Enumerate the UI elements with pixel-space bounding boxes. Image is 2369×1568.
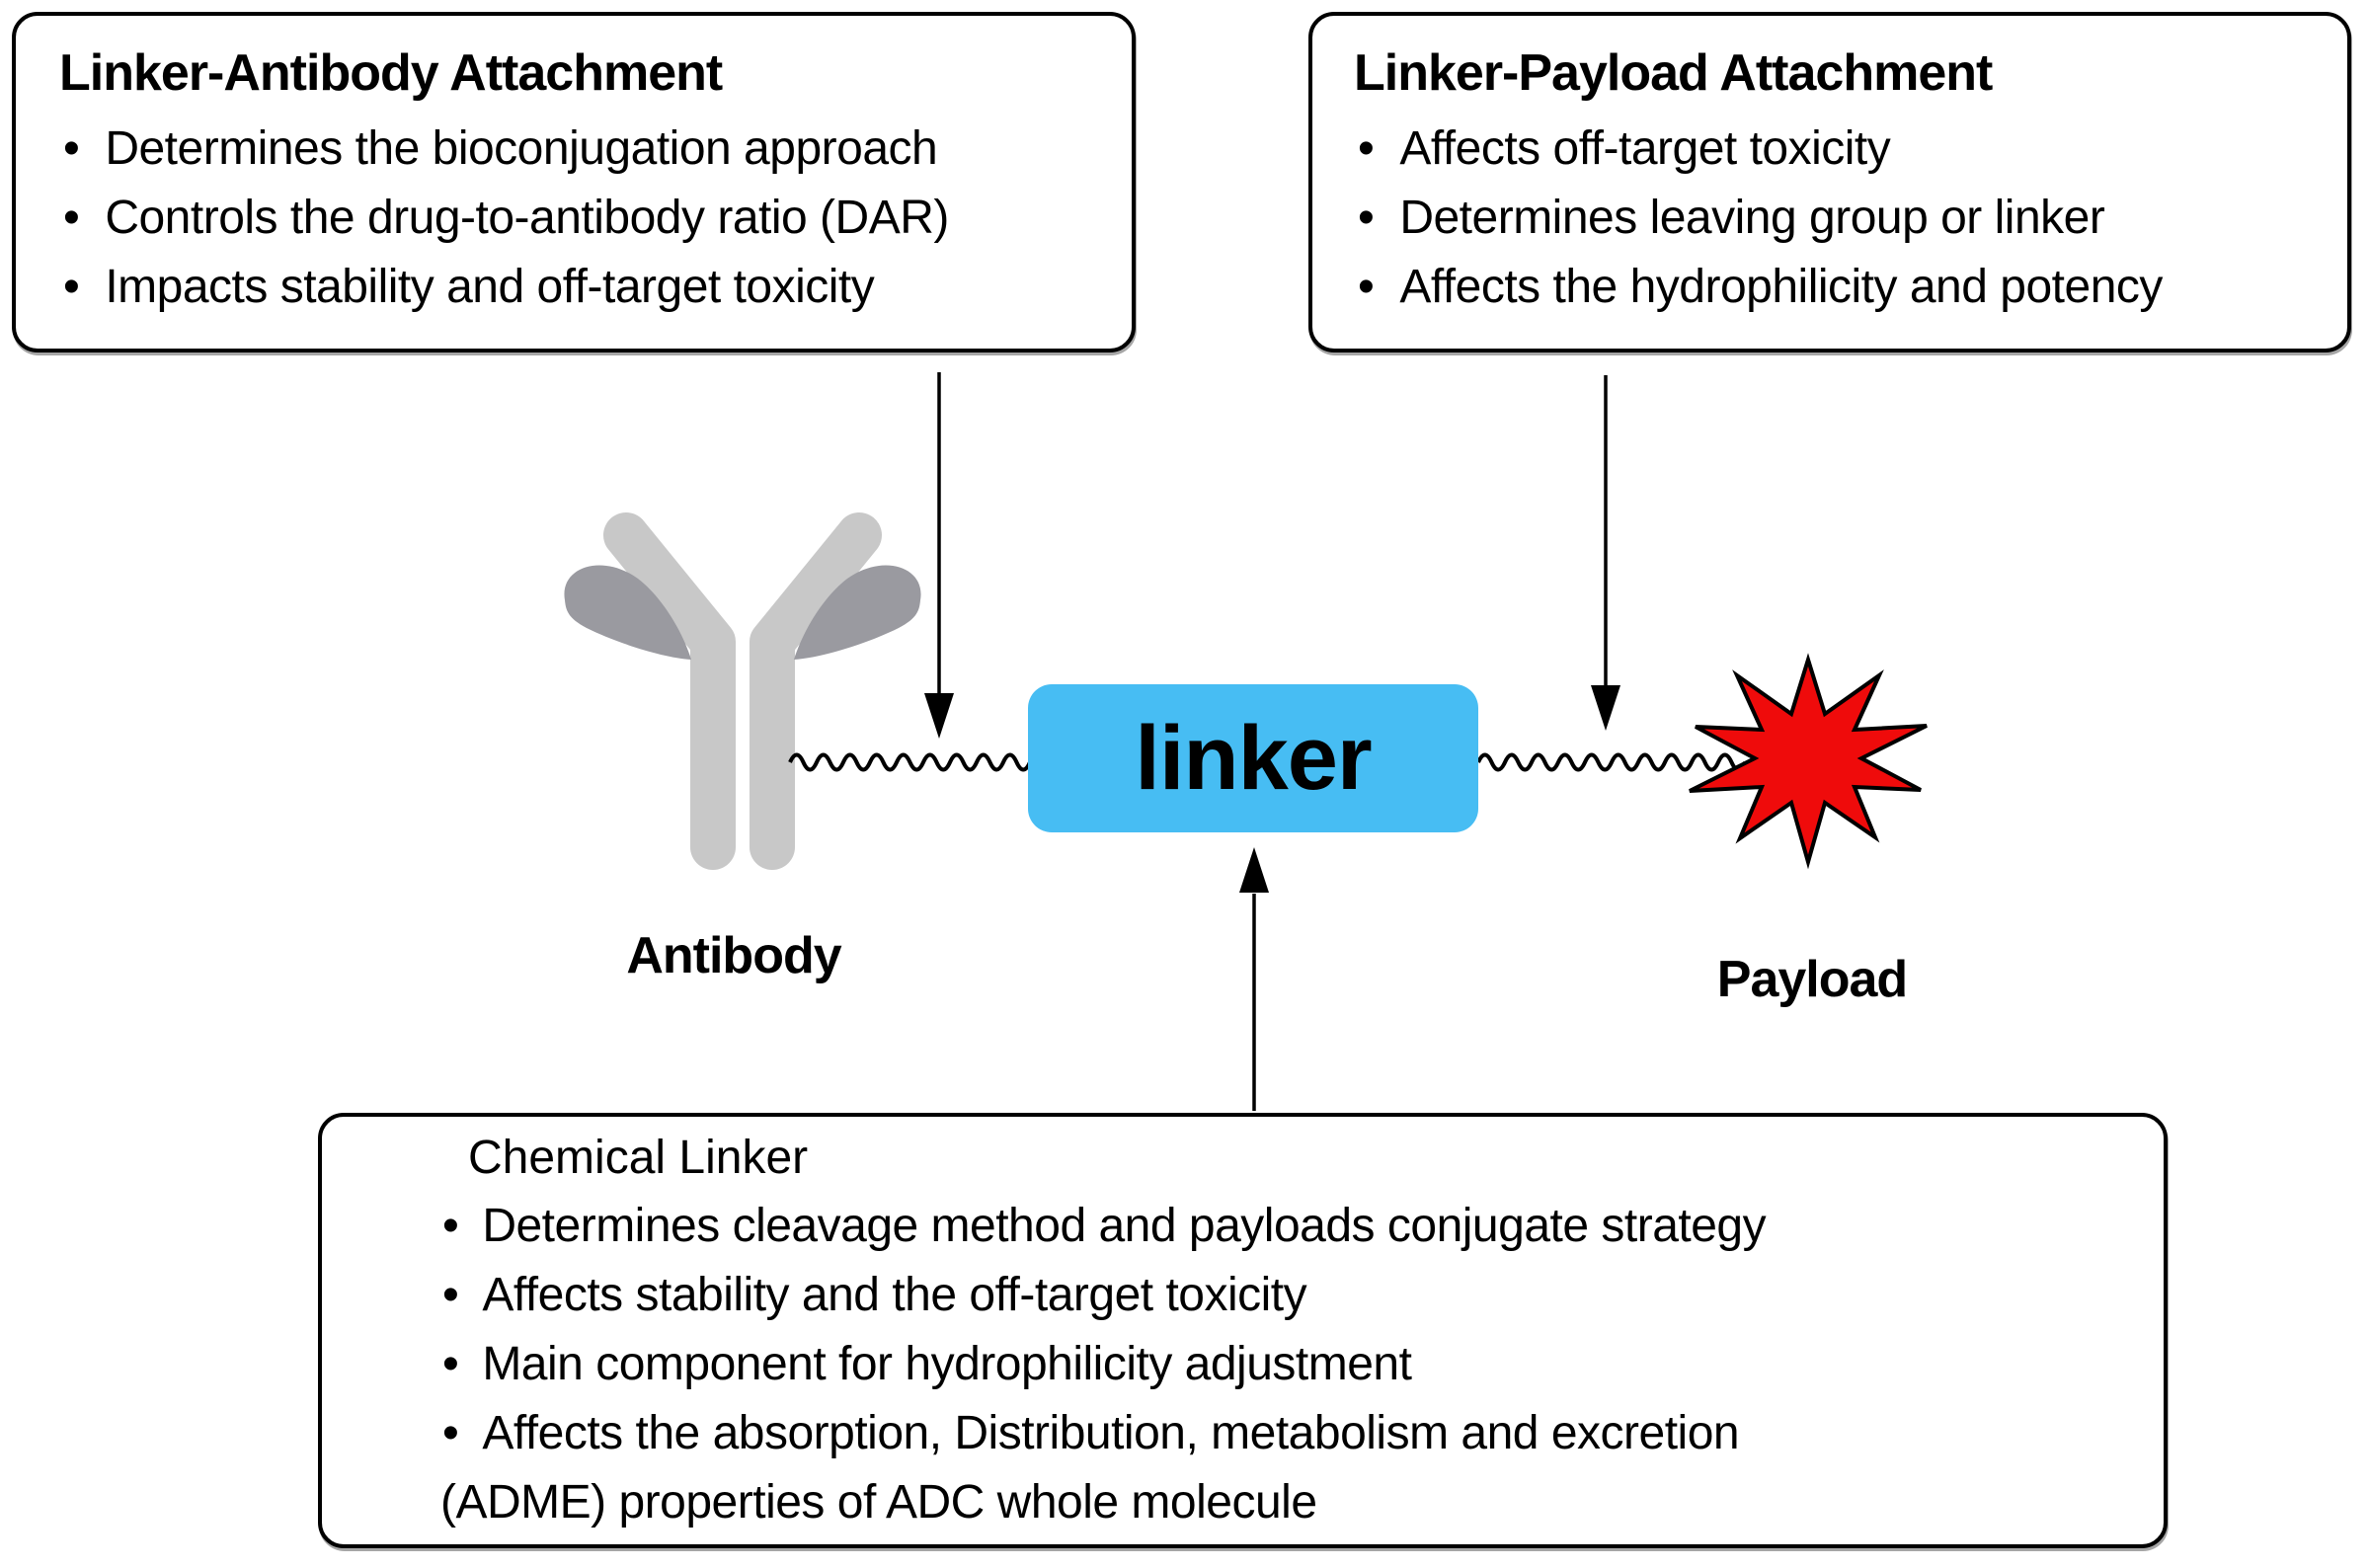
callout-title: Chemical Linker	[468, 1132, 809, 1184]
antibody-fab-wing-left	[564, 565, 691, 660]
bullet-dot: •	[442, 1338, 459, 1390]
linker-payload-arrow-icon	[1591, 375, 1620, 731]
antibody-heavy-chain-left	[603, 512, 736, 870]
antibody-heavy-chain-right	[750, 512, 882, 870]
bullet-item: • Affects the absorption, Distribution, …	[440, 1399, 2146, 1468]
linker-payload-attachment-callout: Linker-Payload Attachment • Affects off-…	[1308, 12, 2351, 353]
bullet-item: • Impacts stability and off-target toxic…	[51, 253, 1114, 322]
bullet-text: Determines cleavage method and payloads …	[482, 1200, 1767, 1252]
antibody-icon	[564, 512, 921, 870]
linker-box-label: linker	[1135, 707, 1372, 809]
bullet-text: Impacts stability and off-target toxicit…	[105, 261, 875, 313]
antibody-label: Antibody	[626, 927, 841, 984]
chemical-linker-arrow-icon	[1239, 847, 1269, 1111]
callout-title: Linker-Payload Attachment	[1354, 44, 1993, 102]
linker-antibody-attachment-callout: Linker-Antibody Attachment • Determines …	[12, 12, 1136, 353]
bullet-dot: •	[442, 1269, 459, 1321]
bullet-item: • Determines leaving group or linker	[1346, 184, 2330, 253]
antibody-fab-wing-right	[794, 565, 921, 660]
bullet-text: Determines leaving group or linker	[1399, 192, 2105, 244]
chemical-linker-callout: Chemical Linker • Determines cleavage me…	[318, 1113, 2168, 1548]
callout-title: Linker-Antibody Attachment	[59, 44, 723, 102]
bullet-item: • Affects stability and the off-target t…	[440, 1261, 2146, 1330]
payload-label: Payload	[1716, 951, 1908, 1008]
wavy-bond-antibody-linker	[788, 752, 1032, 772]
bullet-text: Controls the drug-to-antibody ratio (DAR…	[105, 192, 949, 244]
bullet-text: Affects the hydrophilicity and potency	[1399, 261, 2163, 313]
bullet-dot: •	[442, 1407, 459, 1459]
bullet-item: • Affects the hydrophilicity and potency	[1346, 253, 2330, 322]
bullet-dot: •	[63, 192, 80, 244]
linker-box: linker	[1028, 684, 1478, 832]
bullet-text: Affects off-target toxicity	[1399, 122, 1891, 175]
payload-star-icon	[1689, 653, 1928, 870]
linker-antibody-arrow-icon	[924, 372, 954, 739]
bullet-text: Affects stability and the off-target tox…	[482, 1269, 1307, 1321]
bullet-item: • Affects off-target toxicity	[1346, 115, 2330, 184]
bullet-dot: •	[63, 122, 80, 175]
bullet-text: Main component for hydrophilicity adjust…	[482, 1338, 1412, 1390]
bullet-dot: •	[1358, 122, 1375, 175]
wavy-bond-linker-payload	[1476, 752, 1747, 772]
bullet-text: Affects the absorption, Distribution, me…	[482, 1407, 1740, 1459]
bullet-text: Determines the bioconjugation approach	[105, 122, 938, 175]
bullet-item: • Main component for hydrophilicity adju…	[440, 1330, 2146, 1399]
bullet-dot: •	[63, 261, 80, 313]
bullet-item: • Determines the bioconjugation approach	[51, 115, 1114, 184]
bullet-item: • Controls the drug-to-antibody ratio (D…	[51, 184, 1114, 253]
bullet-continuation-text: (ADME) properties of ADC whole molecule	[440, 1476, 1317, 1529]
bullet-item: • Determines cleavage method and payload…	[440, 1192, 2146, 1261]
bullet-dot: •	[1358, 192, 1375, 244]
bullet-dot: •	[1358, 261, 1375, 313]
bullet-dot: •	[442, 1200, 459, 1252]
